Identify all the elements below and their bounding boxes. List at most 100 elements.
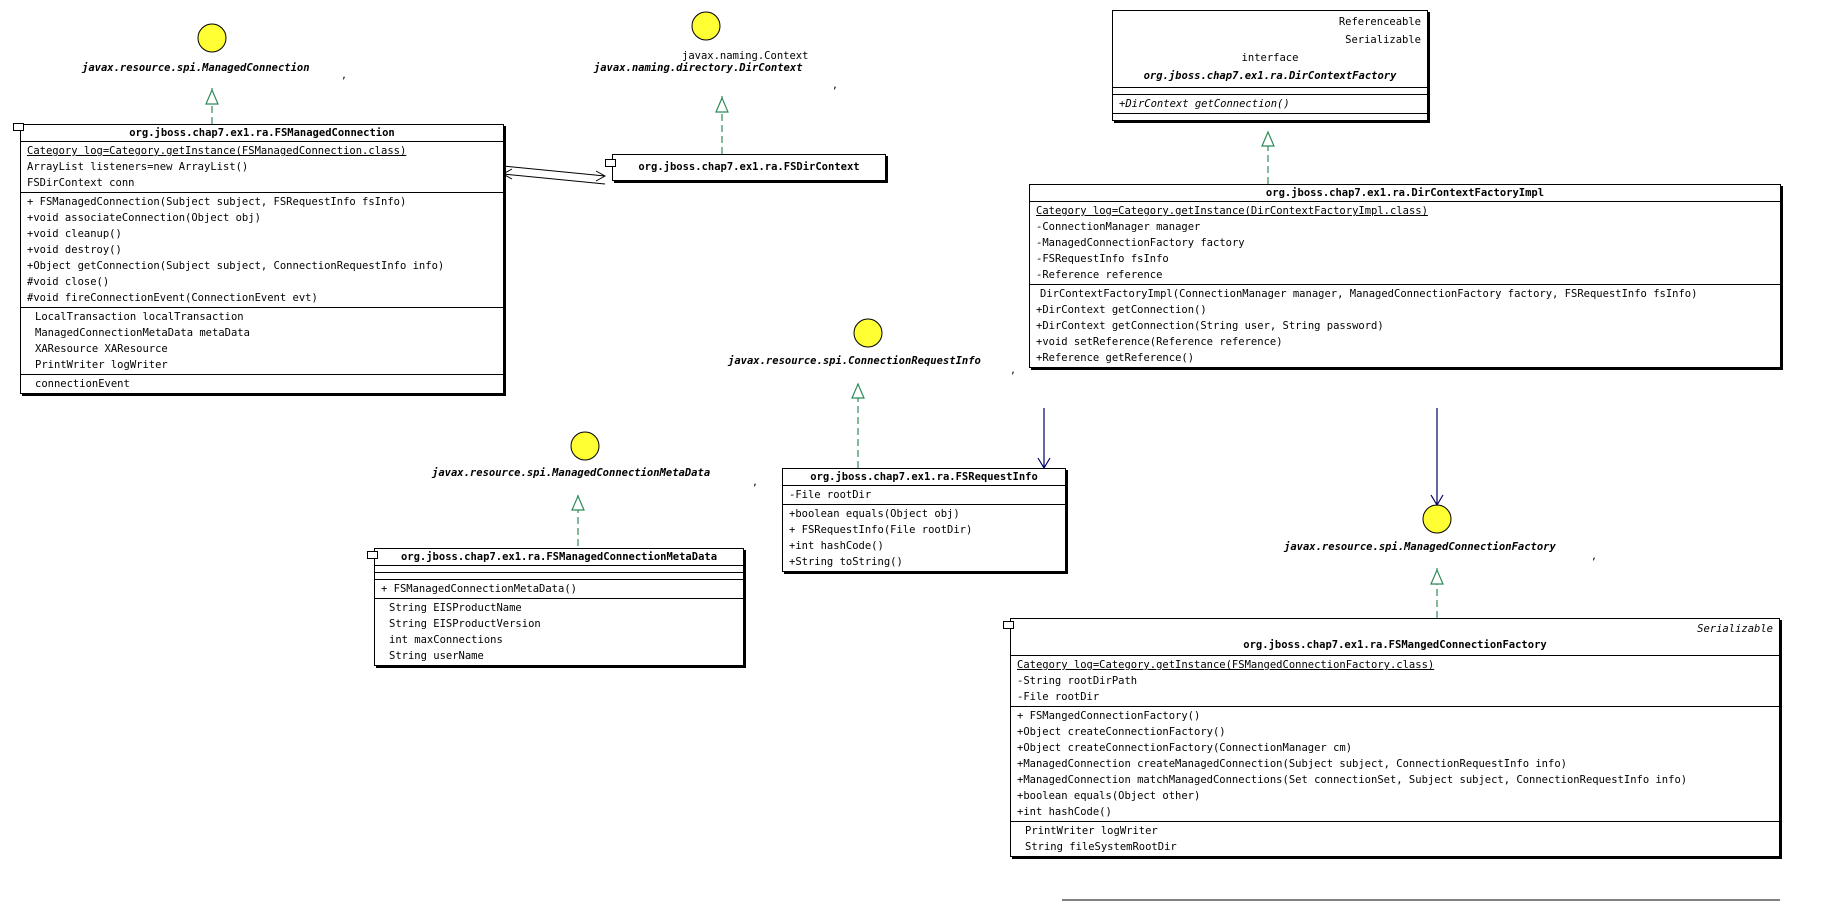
comma-mark: , xyxy=(1591,551,1598,562)
class-fs-managed-connection[interactable]: org.jboss.chap7.ex1.ra.FSManagedConnecti… xyxy=(13,123,504,394)
attribute: -String rootDirPath xyxy=(1017,675,1138,687)
comma-mark: , xyxy=(1010,365,1017,376)
attribute: -Reference reference xyxy=(1036,269,1163,281)
class-dir-context-factory-impl[interactable]: org.jboss.chap7.ex1.ra.DirContextFactory… xyxy=(1029,184,1781,368)
empty-attributes-section xyxy=(1113,88,1427,95)
class-name: org.jboss.chap7.ex1.ra.FSMangedConnectio… xyxy=(1243,639,1547,651)
operation: +String toString() xyxy=(789,556,903,568)
operation: +void cleanup() xyxy=(27,228,122,240)
operation: DirContextFactoryImpl(ConnectionManager … xyxy=(1040,288,1698,300)
operation: +DirContext getConnection() xyxy=(1119,98,1290,110)
stereotype: Serializable xyxy=(1345,34,1421,46)
interface-keyword: interface xyxy=(1241,52,1299,64)
interface-lollipop-connection-request-info xyxy=(853,318,883,348)
component-tab-icon xyxy=(605,159,616,167)
empty-section xyxy=(1113,114,1427,120)
operation: + FSManagedConnection(Subject subject, F… xyxy=(27,196,407,208)
properties-section: String EISProductName String EISProductV… xyxy=(375,599,743,665)
attributes-section: Category log=Category.getInstance(DirCon… xyxy=(1030,202,1780,285)
attribute: -FSRequestInfo fsInfo xyxy=(1036,253,1169,265)
operation: +int hashCode() xyxy=(1017,806,1112,818)
events-section: connectionEvent xyxy=(21,375,503,393)
class-fs-request-info[interactable]: org.jboss.chap7.ex1.ra.FSRequestInfo -Fi… xyxy=(782,468,1066,572)
operation: + FSManagedConnectionMetaData() xyxy=(381,583,577,595)
component-tab-icon xyxy=(13,123,24,131)
operations-section: + FSManagedConnection(Subject subject, F… xyxy=(21,193,503,308)
assoc-factory-impl-to-request-info xyxy=(1037,408,1051,470)
attribute: ArrayList listeners=new ArrayList() xyxy=(27,161,249,173)
interface-lollipop-metadata xyxy=(570,431,600,461)
attributes-section: -File rootDir xyxy=(783,486,1065,505)
operation: +ManagedConnection matchManagedConnectio… xyxy=(1017,774,1688,786)
operations-section: +boolean equals(Object obj) + FSRequestI… xyxy=(783,505,1065,571)
attribute: -File rootDir xyxy=(789,489,872,501)
attribute: -ConnectionManager manager xyxy=(1036,221,1201,233)
property: PrintWriter logWriter xyxy=(1025,825,1158,837)
interface-lollipop-managed-connection-factory xyxy=(1422,504,1452,534)
property: String fileSystemRootDir xyxy=(1025,841,1177,853)
class-name: org.jboss.chap7.ex1.ra.FSDirContext xyxy=(638,161,860,173)
operations-section: + FSManagedConnectionMetaData() xyxy=(375,580,743,599)
empty-attributes-section xyxy=(375,566,743,573)
operation: +Object createConnectionFactory(Connecti… xyxy=(1017,742,1353,754)
operations-section: DirContextFactoryImpl(ConnectionManager … xyxy=(1030,285,1780,367)
interface-name: org.jboss.chap7.ex1.ra.DirContextFactory xyxy=(1143,70,1397,82)
property: String EISProductName xyxy=(389,602,522,614)
comma-mark: , xyxy=(341,70,348,81)
class-fs-dir-context[interactable]: org.jboss.chap7.ex1.ra.FSDirContext xyxy=(605,154,886,181)
interface-label-managed-connection-factory: javax.resource.spi.ManagedConnectionFact… xyxy=(1284,541,1556,553)
component-tab-icon xyxy=(1003,621,1014,629)
attribute: Category log=Category.getInstance(FSMana… xyxy=(27,145,407,157)
attribute: -File rootDir xyxy=(1017,691,1100,703)
property: String EISProductVersion xyxy=(389,618,541,630)
operation: + FSRequestInfo(File rootDir) xyxy=(789,524,973,536)
stereotype: Serializable xyxy=(1697,623,1773,635)
attribute: Category log=Category.getInstance(FSMang… xyxy=(1017,659,1435,671)
class-fs-managed-connection-metadata[interactable]: org.jboss.chap7.ex1.ra.FSManagedConnecti… xyxy=(367,548,744,666)
comma-mark: , xyxy=(832,80,839,91)
empty-section xyxy=(375,573,743,580)
operation: +Reference getReference() xyxy=(1036,352,1195,364)
interface-lollipop-managed-connection xyxy=(197,23,227,53)
attributes-section: Category log=Category.getInstance(FSMang… xyxy=(1011,656,1779,707)
operation: +boolean equals(Object obj) xyxy=(789,508,960,520)
operation: +void setReference(Reference reference) xyxy=(1036,336,1283,348)
properties-section: PrintWriter logWriter String fileSystemR… xyxy=(1011,822,1779,856)
attribute: FSDirContext conn xyxy=(27,177,135,189)
operation: + FSMangedConnectionFactory() xyxy=(1017,710,1201,722)
class-fs-managed-connection-factory[interactable]: Serializable org.jboss.chap7.ex1.ra.FSMa… xyxy=(1003,618,1780,857)
assoc-factory-impl-to-managed-connection-factory xyxy=(1430,408,1444,507)
operation: +int hashCode() xyxy=(789,540,884,552)
operations-section: + FSMangedConnectionFactory() +Object cr… xyxy=(1011,707,1779,822)
property: int maxConnections xyxy=(389,634,503,646)
assoc-managed-connection-to-dir-context xyxy=(502,165,607,182)
dir-context-super-label: javax.naming.Context xyxy=(682,50,809,62)
operation: +DirContext getConnection(String user, S… xyxy=(1036,320,1384,332)
stereotype: Referenceable xyxy=(1338,16,1421,28)
operation: #void fireConnectionEvent(ConnectionEven… xyxy=(27,292,318,304)
operation: #void close() xyxy=(27,276,110,288)
property: ManagedConnectionMetaData metaData xyxy=(35,327,250,339)
attribute: Category log=Category.getInstance(DirCon… xyxy=(1036,205,1428,217)
operation: +void destroy() xyxy=(27,244,122,256)
operation: +Object createConnectionFactory() xyxy=(1017,726,1226,738)
attributes-section: Category log=Category.getInstance(FSMana… xyxy=(21,142,503,193)
operation: +boolean equals(Object other) xyxy=(1017,790,1201,802)
attribute: -ManagedConnectionFactory factory xyxy=(1036,237,1245,249)
interface-label-metadata: javax.resource.spi.ManagedConnectionMeta… xyxy=(432,467,711,479)
class-name: org.jboss.chap7.ex1.ra.FSManagedConnecti… xyxy=(21,125,503,142)
operation: +ManagedConnection createManagedConnecti… xyxy=(1017,758,1567,770)
interface-dir-context-factory[interactable]: Referenceable Serializable interface org… xyxy=(1112,10,1428,121)
comma-mark: , xyxy=(752,477,759,488)
properties-section: LocalTransaction localTransaction Manage… xyxy=(21,308,503,375)
interface-lollipop-dir-context xyxy=(691,11,721,41)
event: connectionEvent xyxy=(35,378,130,390)
interface-label-dir-context: javax.naming.Context javax.naming.direct… xyxy=(588,50,809,74)
class-name: org.jboss.chap7.ex1.ra.FSManagedConnecti… xyxy=(375,549,743,566)
property: String userName xyxy=(389,650,484,662)
component-tab-icon xyxy=(367,551,378,559)
class-name: org.jboss.chap7.ex1.ra.DirContextFactory… xyxy=(1030,185,1780,202)
property: XAResource XAResource xyxy=(35,343,168,355)
operation: +DirContext getConnection() xyxy=(1036,304,1207,316)
